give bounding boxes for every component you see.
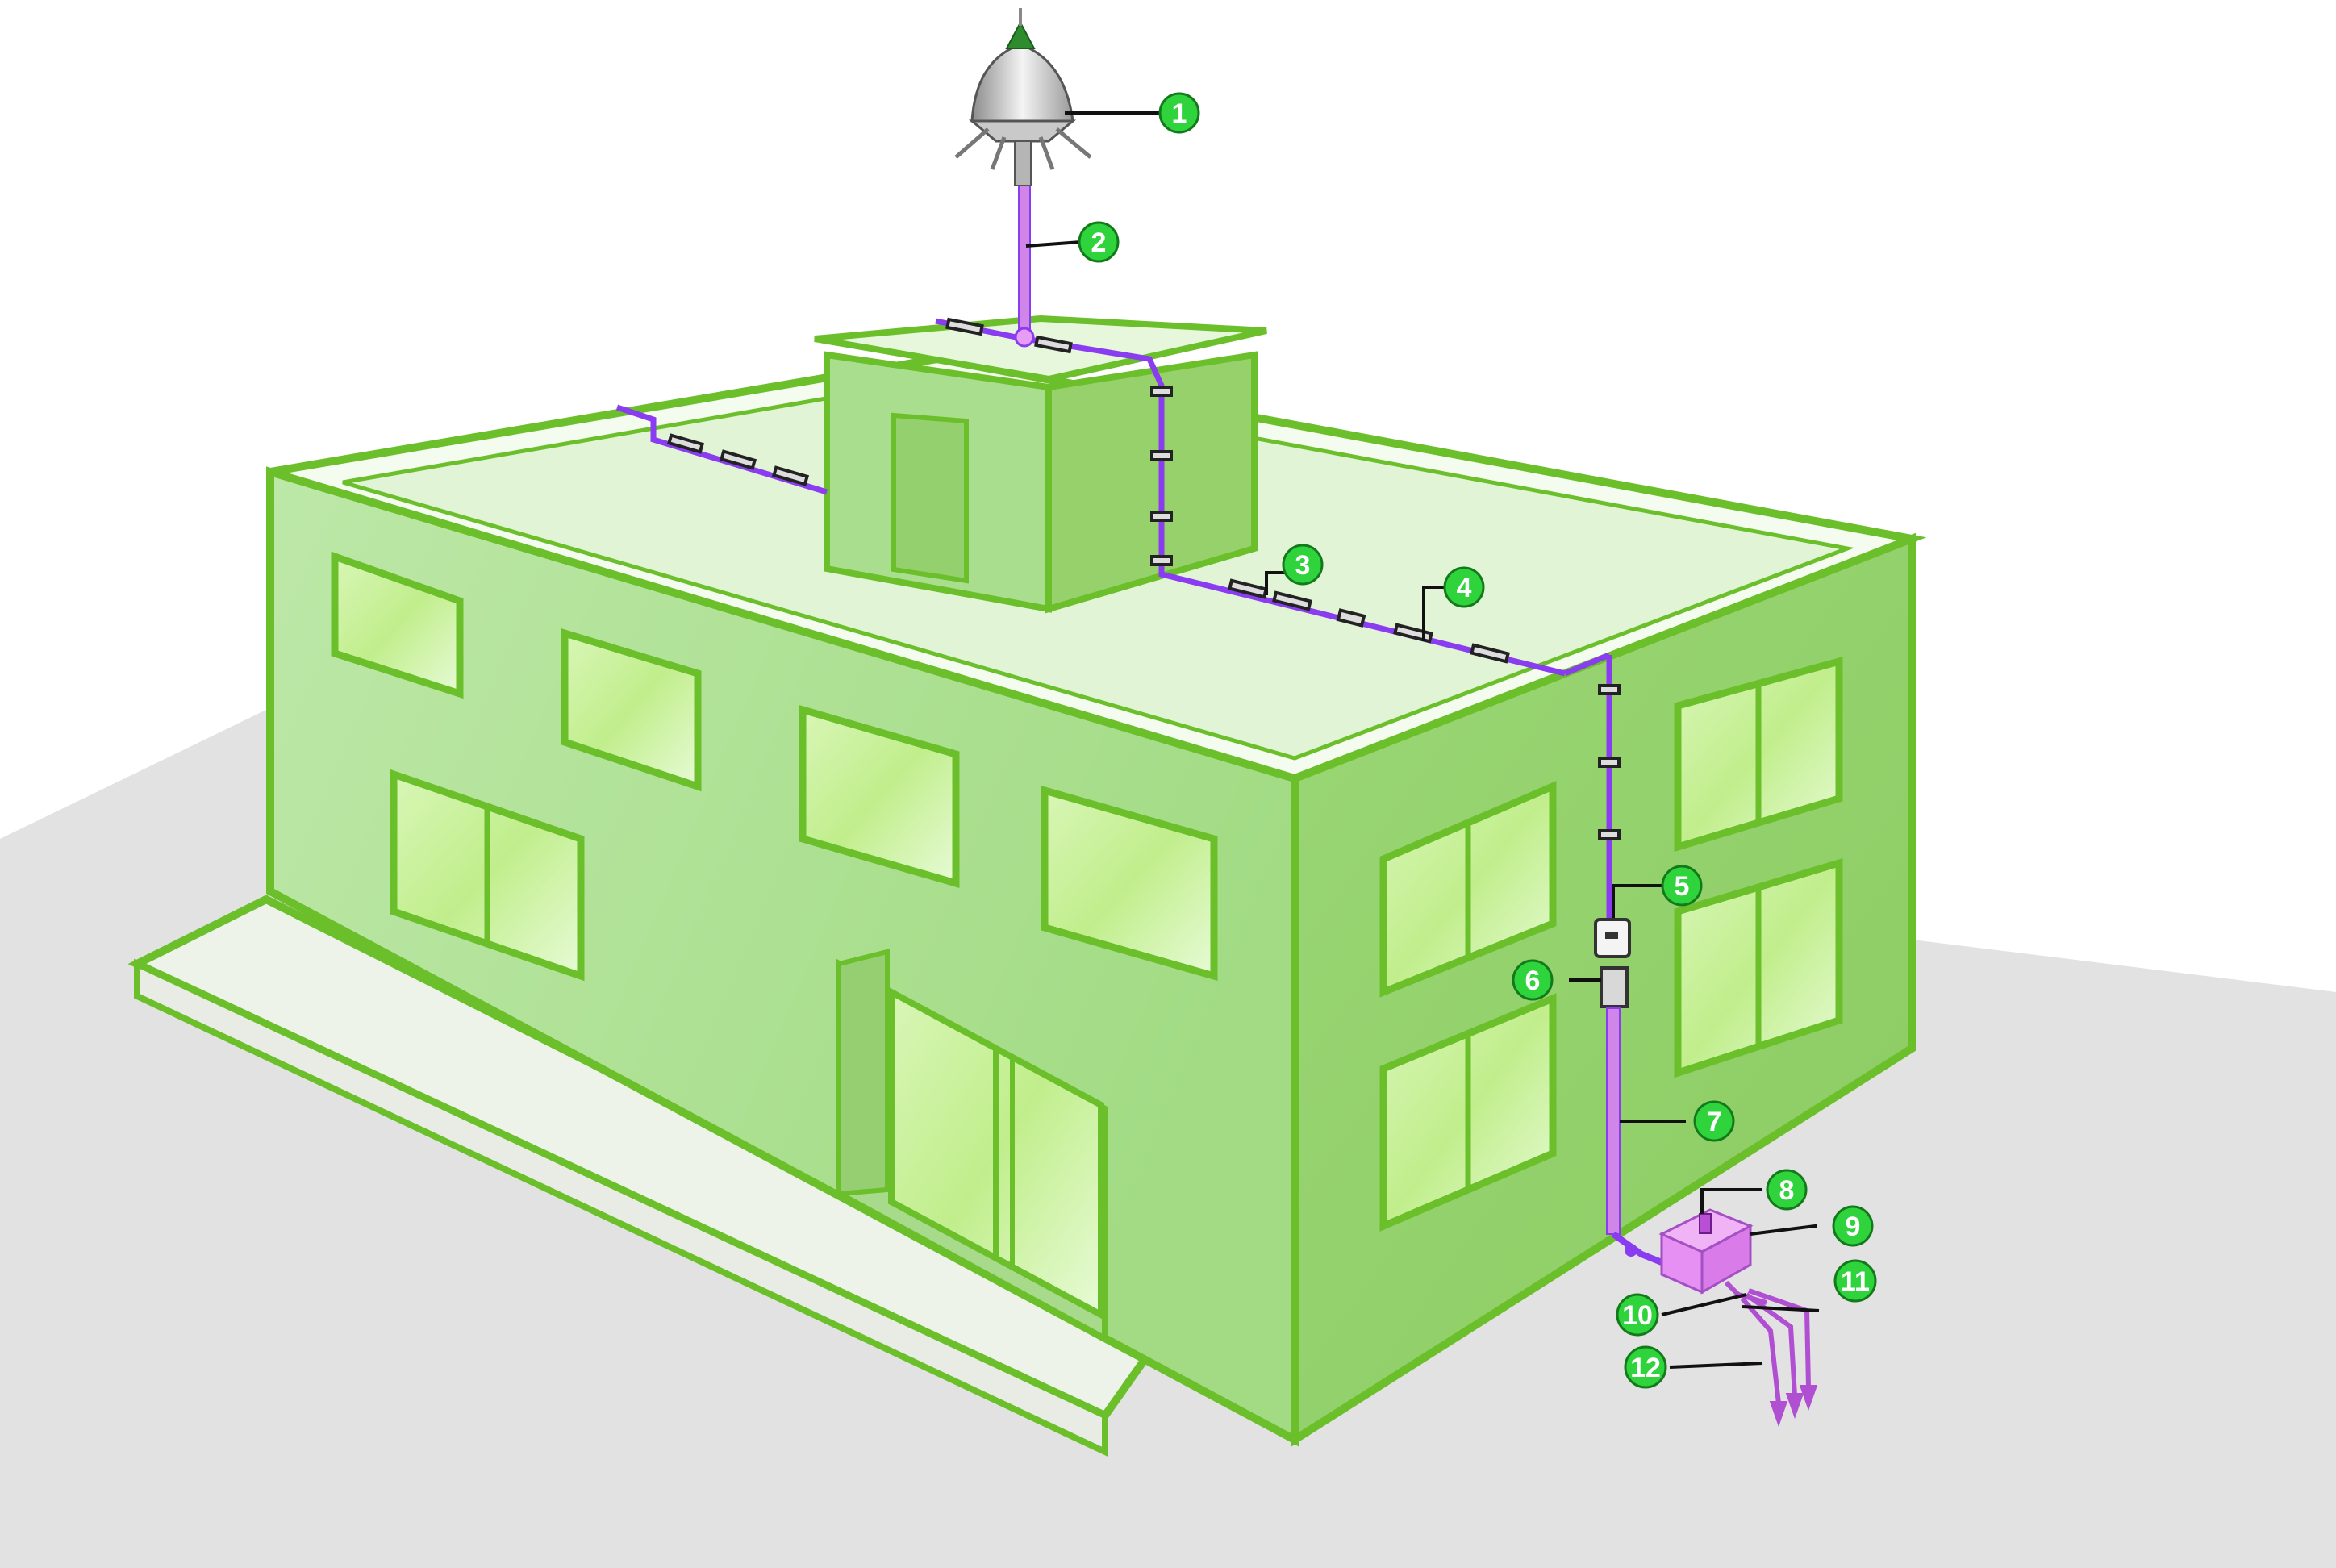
callout-number: 7 [1707,1107,1722,1137]
callout-number: 9 [1846,1211,1861,1242]
callout-number: 2 [1091,227,1107,258]
roof-access-room [814,315,1267,614]
callout-number: 6 [1525,965,1541,996]
callout-number: 3 [1295,550,1311,581]
callout-11: 11 [1833,1259,1877,1303]
callout-badges: 1 2 3 4 5 6 7 8 9 10 11 12 [1078,92,1877,1389]
mounting-mast [1018,181,1031,332]
callout-2: 2 [1078,221,1120,263]
callout-4: 4 [1443,566,1485,608]
earth-inspection-pit [1658,1208,1754,1295]
entrance-block [836,949,1108,1345]
callout-12: 12 [1624,1345,1667,1389]
lightning-event-counter [1594,918,1631,958]
callout-3: 3 [1282,544,1324,586]
callout-7: 7 [1693,1100,1735,1142]
callout-number: 11 [1841,1266,1870,1297]
callout-number: 10 [1622,1300,1653,1331]
callout-8: 8 [1766,1169,1808,1211]
callout-1: 1 [1158,92,1200,134]
callout-number: 12 [1630,1353,1661,1383]
earth-clamp [1699,1213,1712,1234]
lightning-air-terminal [954,8,1092,348]
callout-number: 1 [1172,98,1187,129]
roof-access-door [891,412,969,584]
callout-9: 9 [1832,1205,1874,1247]
callout-number: 5 [1675,871,1690,902]
callout-number: 4 [1457,573,1472,603]
callout-10: 10 [1616,1293,1659,1337]
callout-5: 5 [1661,865,1703,907]
front-windows [331,551,1218,982]
side-windows [1379,657,1843,1232]
callout-leaders [1025,111,1820,1369]
conductor-clips [666,317,1621,840]
callout-6: 6 [1512,959,1554,1001]
test-joint-box [1600,966,1629,1008]
callout-number: 8 [1779,1175,1795,1206]
